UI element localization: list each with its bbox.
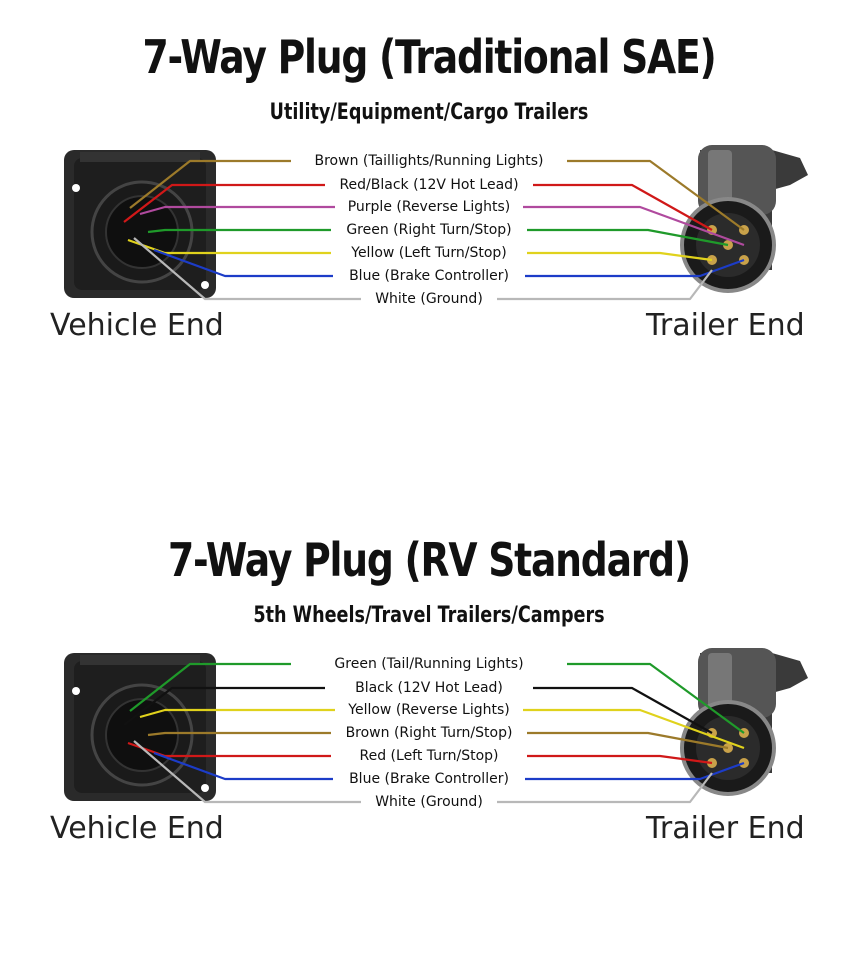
wire-trailer-side bbox=[567, 159, 745, 231]
wire-vehicle-side bbox=[133, 740, 361, 804]
wire-lines bbox=[123, 159, 745, 301]
vehicle-end-label: Vehicle End bbox=[50, 308, 224, 343]
wire-vehicle-side bbox=[129, 159, 291, 209]
wire-trailer-side bbox=[527, 251, 713, 262]
wire-trailer-side bbox=[525, 258, 745, 278]
plug-illustrations bbox=[64, 145, 808, 298]
wire-trailer-side bbox=[497, 772, 713, 804]
wire-trailer-side bbox=[527, 754, 713, 765]
trailer-end-label: Trailer End bbox=[646, 308, 805, 343]
vehicle-end-label: Vehicle End bbox=[50, 811, 224, 846]
wire-trailer-side bbox=[523, 708, 745, 750]
wire-trailer-side bbox=[527, 731, 729, 750]
diagram-sae: 7-Way Plug (Traditional SAE) Utility/Equ… bbox=[0, 0, 858, 453]
diagram-subtitle: Utility/Equipment/Cargo Trailers bbox=[269, 100, 589, 125]
diagram-subtitle: 5th Wheels/Travel Trailers/Campers bbox=[253, 603, 605, 628]
wire-vehicle-side bbox=[129, 662, 291, 712]
wire-lines bbox=[123, 662, 745, 804]
wire-vehicle-side bbox=[133, 237, 361, 301]
wire-vehicle-side bbox=[147, 731, 331, 737]
wire-trailer-side bbox=[527, 228, 729, 247]
diagram-title: 7-Way Plug (Traditional SAE) bbox=[142, 30, 716, 84]
diagram-rv: 7-Way Plug (RV Standard) 5th Wheels/Trav… bbox=[0, 503, 858, 956]
wire-trailer-side bbox=[567, 662, 745, 734]
wire-trailer-side bbox=[533, 686, 713, 734]
wire-vehicle-side bbox=[147, 228, 331, 234]
wire-trailer-side bbox=[533, 183, 713, 231]
wire-vehicle-side bbox=[123, 686, 325, 726]
wire-trailer-side bbox=[497, 269, 713, 301]
wire-trailer-side bbox=[523, 205, 745, 247]
trailer-end-label: Trailer End bbox=[646, 811, 805, 846]
wire-vehicle-side bbox=[139, 205, 335, 216]
diagram-title: 7-Way Plug (RV Standard) bbox=[168, 533, 691, 587]
wire-vehicle-side bbox=[139, 708, 335, 719]
wire-vehicle-side bbox=[123, 183, 325, 223]
wire-vehicle-side bbox=[153, 248, 333, 278]
wire-trailer-side bbox=[525, 761, 745, 781]
wire-vehicle-side bbox=[153, 751, 333, 781]
